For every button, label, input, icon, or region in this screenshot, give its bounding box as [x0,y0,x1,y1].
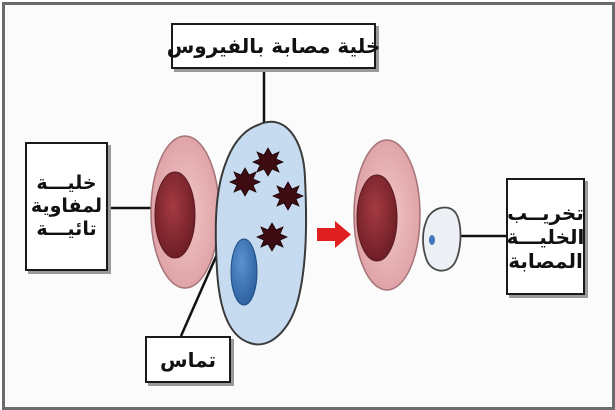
cytotoxic-t-cell-after [353,139,421,291]
virus-particle [255,222,289,252]
infected-cell-nucleus [230,238,258,306]
virus-particles [228,147,305,252]
t-cell-nucleus [356,174,398,262]
virus-particle [228,167,262,197]
infected-cell-label-text: خلية مصابة بالفيروس [166,34,381,58]
contact-label-connector [179,251,220,337]
destroyed-cell-nucleus [429,235,435,245]
contact-label: تماس [145,336,231,383]
infected-cell-label: خلية مصابة بالفيروس [167,23,380,69]
cytotoxic-label-line-1: خليـــة [36,172,97,195]
destruction-label-line-2: الخليـــة [506,224,585,249]
cytotoxic-label-line-3: تائيـــة [36,217,97,240]
virus-particle [271,181,305,211]
process-arrow [317,221,351,248]
destroyed-infected-cell [422,206,462,272]
t-cell-nucleus [154,171,196,259]
destruction-label-line-3: المصابة [508,248,583,273]
infected-cell [214,120,308,346]
cytotoxic-label-line-2: لمفاوية [30,195,103,218]
destruction-label: تخريــب الخليـــة المصابة [506,178,585,295]
contact-label-text: تماس [159,347,217,372]
cytotoxic-t-cell-label: خليـــة لمفاوية تائيـــة [25,142,108,271]
destruction-label-line-1: تخريــب [507,200,584,225]
virus-particle [251,147,285,177]
cytotoxic-t-cell [150,135,220,289]
